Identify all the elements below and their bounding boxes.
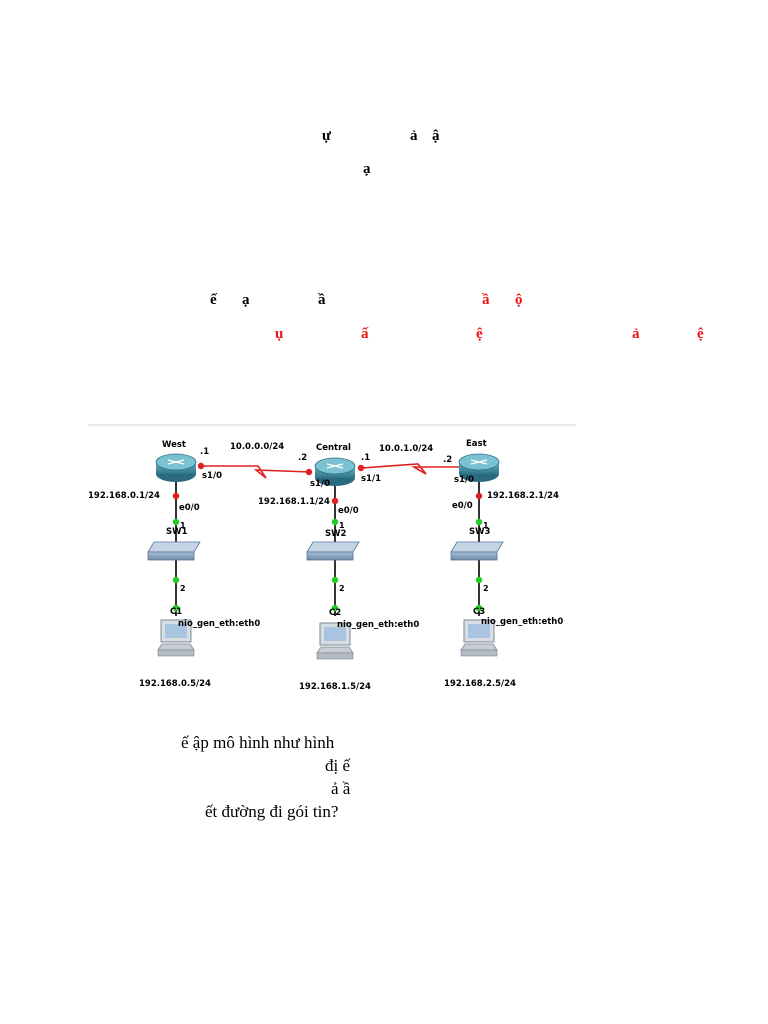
task-fragment-highlight: ệ bbox=[697, 326, 704, 342]
header-fragment: ả bbox=[410, 128, 418, 144]
task-fragment-highlight: ầ bbox=[482, 292, 490, 308]
link-network: 10.0.0.0/24 bbox=[230, 442, 284, 452]
pc-name: C3 bbox=[473, 607, 485, 617]
task-fragment: ạ bbox=[242, 292, 250, 308]
router-lan-ip: 192.168.0.1/24 bbox=[88, 491, 160, 501]
task-fragment-highlight: ụ bbox=[275, 326, 284, 342]
interface-label: s1/1 bbox=[361, 474, 381, 484]
question-line: ế ập mô hình như hình bbox=[181, 733, 335, 752]
router-name: East bbox=[466, 439, 487, 449]
task-fragment: ế bbox=[210, 292, 217, 308]
router-name: Central bbox=[316, 443, 351, 453]
header-fragment: ậ bbox=[432, 128, 440, 144]
link-host: .1 bbox=[361, 453, 370, 463]
task-fragment-highlight: ấ bbox=[361, 326, 369, 342]
pc-ip: 192.168.0.5/24 bbox=[139, 679, 211, 689]
router-lan-ip: 192.168.1.1/24 bbox=[258, 497, 330, 507]
pc-name: C1 bbox=[170, 607, 182, 617]
link-host: .2 bbox=[298, 453, 307, 463]
pc-icon-c1 bbox=[157, 619, 195, 657]
pc-interface: nio_gen_eth:eth0 bbox=[178, 619, 260, 629]
pc-ip: 192.168.2.5/24 bbox=[444, 679, 516, 689]
task-fragment-highlight: ộ bbox=[515, 292, 523, 308]
switch-name: SW1 bbox=[166, 527, 187, 537]
switch-icon-sw2 bbox=[306, 541, 360, 561]
question-line: ả ầ bbox=[331, 779, 351, 798]
switch-port: 1 bbox=[483, 521, 489, 530]
switch-icon-sw3 bbox=[450, 541, 504, 561]
header-fragment: ạ bbox=[363, 161, 371, 177]
network-topology-figure: West Central East 10.0.0.0/24 10.0.1.0/2… bbox=[88, 424, 576, 696]
pc-name: C2 bbox=[329, 608, 341, 618]
question-line: đị ế bbox=[325, 756, 351, 775]
switch-port: 1 bbox=[339, 521, 345, 530]
switch-port: 2 bbox=[483, 584, 489, 593]
link-host: .1 bbox=[200, 447, 209, 457]
interface-label: e0/0 bbox=[338, 506, 359, 516]
switch-icon-sw1 bbox=[147, 541, 201, 561]
interface-label: s1/0 bbox=[202, 471, 222, 481]
switch-port: 2 bbox=[339, 584, 345, 593]
interface-label: s1/0 bbox=[454, 475, 474, 485]
pc-interface: nio_gen_eth:eth0 bbox=[337, 620, 419, 630]
router-icon-west bbox=[155, 453, 197, 482]
switch-port: 2 bbox=[180, 584, 186, 593]
interface-label: e0/0 bbox=[452, 501, 473, 511]
header-fragment: ự bbox=[322, 128, 332, 144]
wan-link-west-central bbox=[200, 465, 311, 479]
interface-label: e0/0 bbox=[179, 503, 200, 513]
interface-label: s1/0 bbox=[310, 479, 330, 489]
router-name: West bbox=[162, 440, 186, 450]
switch-port: 1 bbox=[180, 521, 186, 530]
wan-link-central-east bbox=[360, 463, 466, 475]
switch-name: SW2 bbox=[325, 529, 346, 539]
router-icon-central bbox=[314, 457, 356, 486]
pc-ip: 192.168.1.5/24 bbox=[299, 682, 371, 692]
link-network: 10.0.1.0/24 bbox=[379, 444, 433, 454]
task-fragment: ầ bbox=[318, 292, 326, 308]
question-line: ết đường đi gói tin? bbox=[205, 802, 339, 821]
pc-icon-c3 bbox=[460, 619, 498, 657]
pc-icon-c2 bbox=[316, 622, 354, 660]
switch-name: SW3 bbox=[469, 527, 490, 537]
task-fragment-highlight: ả bbox=[632, 326, 640, 342]
pc-interface: nio_gen_eth:eth0 bbox=[481, 617, 563, 627]
router-icon-east bbox=[458, 453, 500, 482]
router-lan-ip: 192.168.2.1/24 bbox=[487, 491, 559, 501]
task-fragment-highlight: ệ bbox=[476, 326, 483, 342]
link-host: .2 bbox=[443, 455, 452, 465]
